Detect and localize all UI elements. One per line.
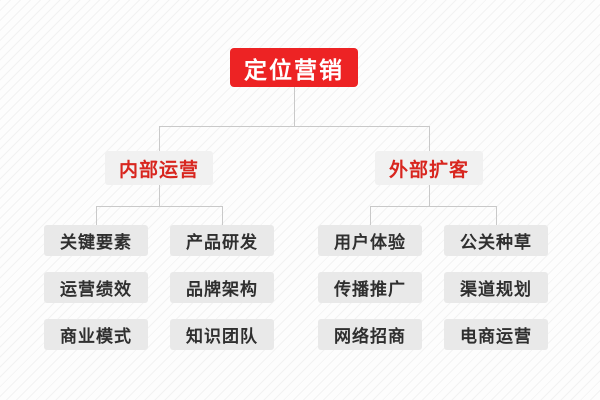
connector-left-stem bbox=[159, 185, 160, 206]
leaf-node[interactable]: 传播推广 bbox=[318, 272, 422, 303]
leaf-node[interactable]: 用户体验 bbox=[318, 225, 422, 256]
leaf-node[interactable]: 公关种草 bbox=[444, 225, 548, 256]
leaf-node[interactable]: 运营绩效 bbox=[44, 272, 148, 303]
leaf-node[interactable]: 电商运营 bbox=[444, 319, 548, 350]
connector-left-col2-drop bbox=[222, 206, 223, 225]
connector-branch-left-drop bbox=[159, 126, 160, 151]
connector-root-bar bbox=[159, 126, 430, 127]
connector-root-stem bbox=[294, 87, 295, 126]
connector-left-bar bbox=[96, 206, 223, 207]
leaf-node[interactable]: 产品研发 bbox=[170, 225, 274, 256]
connector-right-stem bbox=[429, 185, 430, 206]
leaf-node[interactable]: 网络招商 bbox=[318, 319, 422, 350]
leaf-node[interactable]: 渠道规划 bbox=[444, 272, 548, 303]
leaf-node[interactable]: 知识团队 bbox=[170, 319, 274, 350]
branch-node-external-expansion[interactable]: 外部扩客 bbox=[375, 151, 483, 185]
branch-node-internal-operations[interactable]: 内部运营 bbox=[105, 151, 213, 185]
connector-right-col1-drop bbox=[370, 206, 371, 225]
connector-right-col2-drop bbox=[496, 206, 497, 225]
leaf-node[interactable]: 品牌架构 bbox=[170, 272, 274, 303]
connector-branch-right-drop bbox=[429, 126, 430, 151]
root-node[interactable]: 定位营销 bbox=[230, 48, 358, 87]
connector-right-bar bbox=[370, 206, 497, 207]
leaf-node[interactable]: 关键要素 bbox=[44, 225, 148, 256]
leaf-node[interactable]: 商业模式 bbox=[44, 319, 148, 350]
connector-left-col1-drop bbox=[96, 206, 97, 225]
